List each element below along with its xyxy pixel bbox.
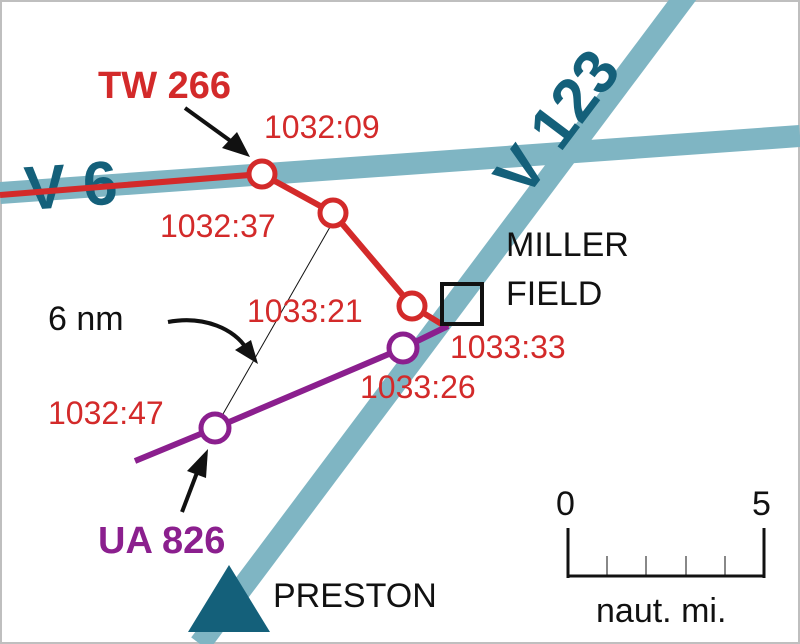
separation-line — [214, 212, 339, 429]
airport-name-line2: FIELD — [506, 275, 602, 313]
arrowhead-icon — [187, 449, 208, 478]
tw266-fix-time: 1033:21 — [247, 293, 363, 329]
airport-name-line1: MILLER — [506, 226, 629, 264]
separation-pointer-arrow — [167, 318, 248, 350]
tw266-pointer-arrow — [183, 106, 234, 144]
ua826-pointer-arrow — [180, 469, 200, 513]
arrowhead-icon — [235, 340, 258, 364]
ua826-callsign-label: UA 826 — [98, 520, 225, 562]
scale-bar — [566, 528, 766, 578]
square-airport-icon — [440, 282, 484, 326]
airway-v123-line — [191, 0, 697, 644]
ua826-fix-marker — [386, 331, 420, 365]
ua826-fix-marker — [198, 411, 232, 445]
triangle-navaid-icon — [188, 565, 270, 632]
tw266-fix-marker — [317, 197, 349, 229]
tw266-fix-marker — [246, 158, 278, 190]
scale-unit-label: naut. mi. — [596, 592, 726, 630]
scale-end-label: 5 — [752, 485, 771, 523]
tw266-fix-time: 1033:33 — [450, 329, 566, 365]
tw266-fix-time: 1032:09 — [264, 109, 380, 145]
ua826-track — [133, 323, 450, 464]
tw266-fix-time: 1032:37 — [160, 208, 276, 244]
tw266-callsign-label: TW 266 — [98, 65, 231, 107]
scale-start-label: 0 — [556, 485, 575, 523]
arrowhead-icon — [222, 132, 250, 157]
ua826-fix-time: 1032:47 — [48, 395, 164, 431]
vor-name-label: PRESTON — [273, 577, 437, 615]
tw266-fix-marker — [396, 290, 428, 322]
separation-label: 6 nm — [48, 300, 124, 338]
ua826-fix-time: 1033:26 — [360, 369, 476, 405]
